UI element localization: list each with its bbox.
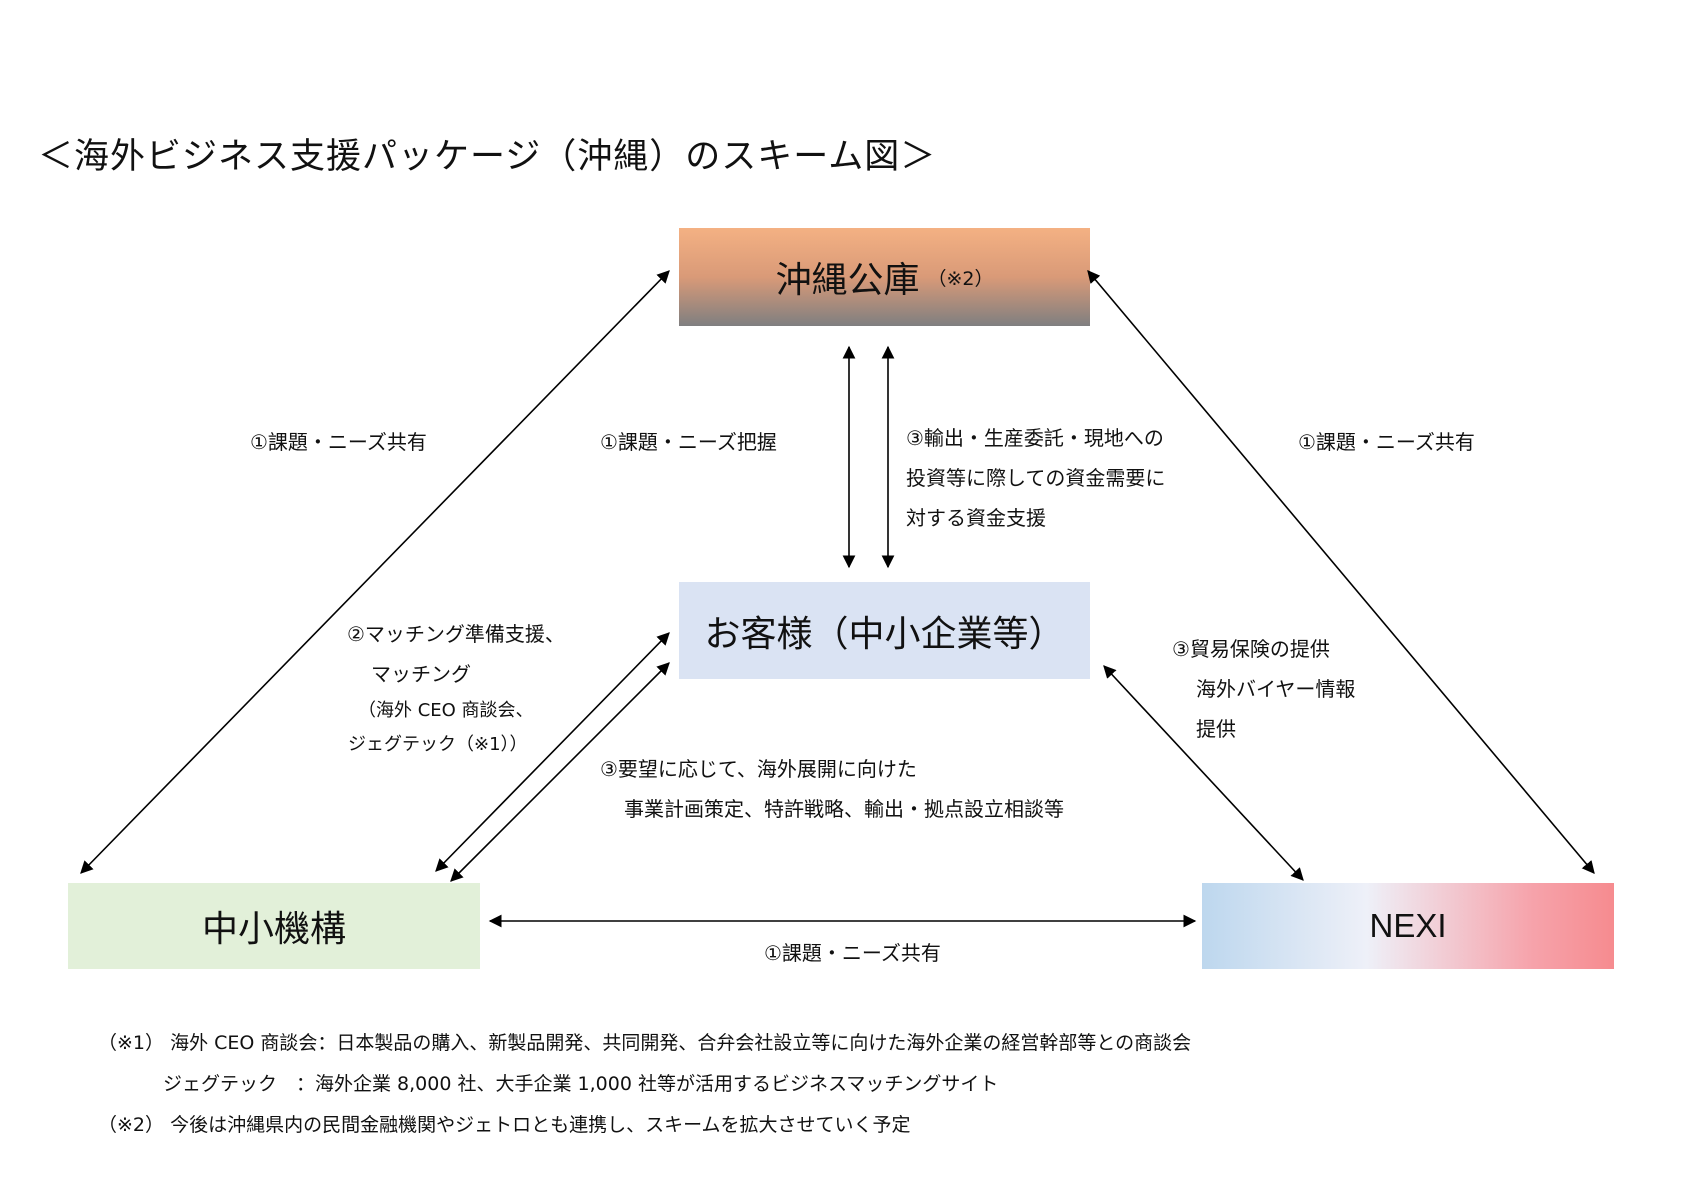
footnote-1-jgoodtech: ジェグテック ：海外企業 8,000 社、大手企業 1,000 社等が活用するビ… (163, 1069, 998, 1096)
label-fund-line-3: 対する資金支援 (906, 506, 1046, 530)
page-title: ＜海外ビジネス支援パッケージ（沖縄）のスキーム図＞ (38, 137, 937, 177)
label-grasp: ①課題・ニーズ把握 (600, 430, 777, 454)
arrow-customer-nexi (1103, 665, 1304, 881)
label-trade-line-3: 提供 (1196, 717, 1236, 741)
label-trade-insurance: ③貿易保険の提供 海外バイヤー情報 提供 (1172, 629, 1355, 749)
label-matching: ②マッチング準備支援、 マッチング (347, 614, 565, 694)
label-share-right: ①課題・ニーズ共有 (1298, 430, 1475, 454)
label-share-left: ①課題・ニーズ共有 (250, 430, 427, 454)
nexi-label: NEXI (1369, 907, 1447, 944)
smrj-label: 中小機構 (201, 909, 346, 950)
okinawa-koko-note: （※2） (927, 267, 994, 290)
footnote-2: （※2） 今後は沖縄県内の民間金融機関やジェトロとも連携し、スキームを拡大させて… (98, 1110, 911, 1137)
label-share-bottom: ①課題・ニーズ共有 (764, 941, 941, 965)
footnote-1: （※1） 海外 CEO 商談会：日本製品の購入、新製品開発、共同開発、合弁会社設… (98, 1028, 1191, 1055)
label-fund-line-2: 投資等に際しての資金需要に (906, 466, 1166, 490)
smrj-box: 中小機構 (68, 883, 480, 969)
label-request-line-1: ③要望に応じて、海外展開に向けた (600, 757, 917, 781)
arrow-okinawa-nexi (1087, 270, 1595, 874)
nexi-box: NEXI (1202, 883, 1614, 969)
okinawa-koko-label: 沖縄公庫 (775, 260, 920, 301)
label-request: ③要望に応じて、海外展開に向けた 事業計画策定、特許戦略、輸出・拠点設立相談等 (600, 749, 1064, 829)
label-matching-note-line-1: （海外 CEO 商談会、 (358, 700, 534, 721)
footnote-3-mark: （※2） (98, 1114, 165, 1136)
label-fund-support: ③輸出・生産委託・現地への 投資等に際しての資金需要に 対する資金支援 (906, 418, 1165, 538)
customer-box: お客様（中小企業等） (679, 582, 1090, 679)
label-matching-line-2: マッチング (371, 662, 471, 686)
customer-label: お客様（中小企業等） (704, 613, 1065, 655)
footnote-1-mark: （※1） (98, 1032, 165, 1054)
label-trade-line-1: ③貿易保険の提供 (1172, 637, 1330, 661)
label-request-line-2: 事業計画策定、特許戦略、輸出・拠点設立相談等 (624, 797, 1064, 821)
okinawa-koko-box: 沖縄公庫 （※2） (679, 228, 1090, 326)
footnote-2-text: ジェグテック ：海外企業 8,000 社、大手企業 1,000 社等が活用するビ… (163, 1073, 999, 1095)
arrow-customer-smrj-lower (450, 662, 670, 882)
label-matching-note-line-2: ジェグテック（※1）） (348, 734, 528, 755)
footnote-3-text: 今後は沖縄県内の民間金融機関やジェトロとも連携し、スキームを拡大させていく予定 (170, 1114, 911, 1136)
label-fund-line-1: ③輸出・生産委託・現地への (906, 426, 1164, 450)
label-trade-line-2: 海外バイヤー情報 (1196, 677, 1356, 701)
label-matching-line-1: ②マッチング準備支援、 (347, 622, 565, 646)
arrow-okinawa-smrj (80, 270, 670, 874)
label-matching-note: （海外 CEO 商談会、 ジェグテック（※1）） (348, 694, 534, 762)
footnote-1-text: 海外 CEO 商談会：日本製品の購入、新製品開発、共同開発、合弁会社設立等に向け… (170, 1032, 1192, 1054)
